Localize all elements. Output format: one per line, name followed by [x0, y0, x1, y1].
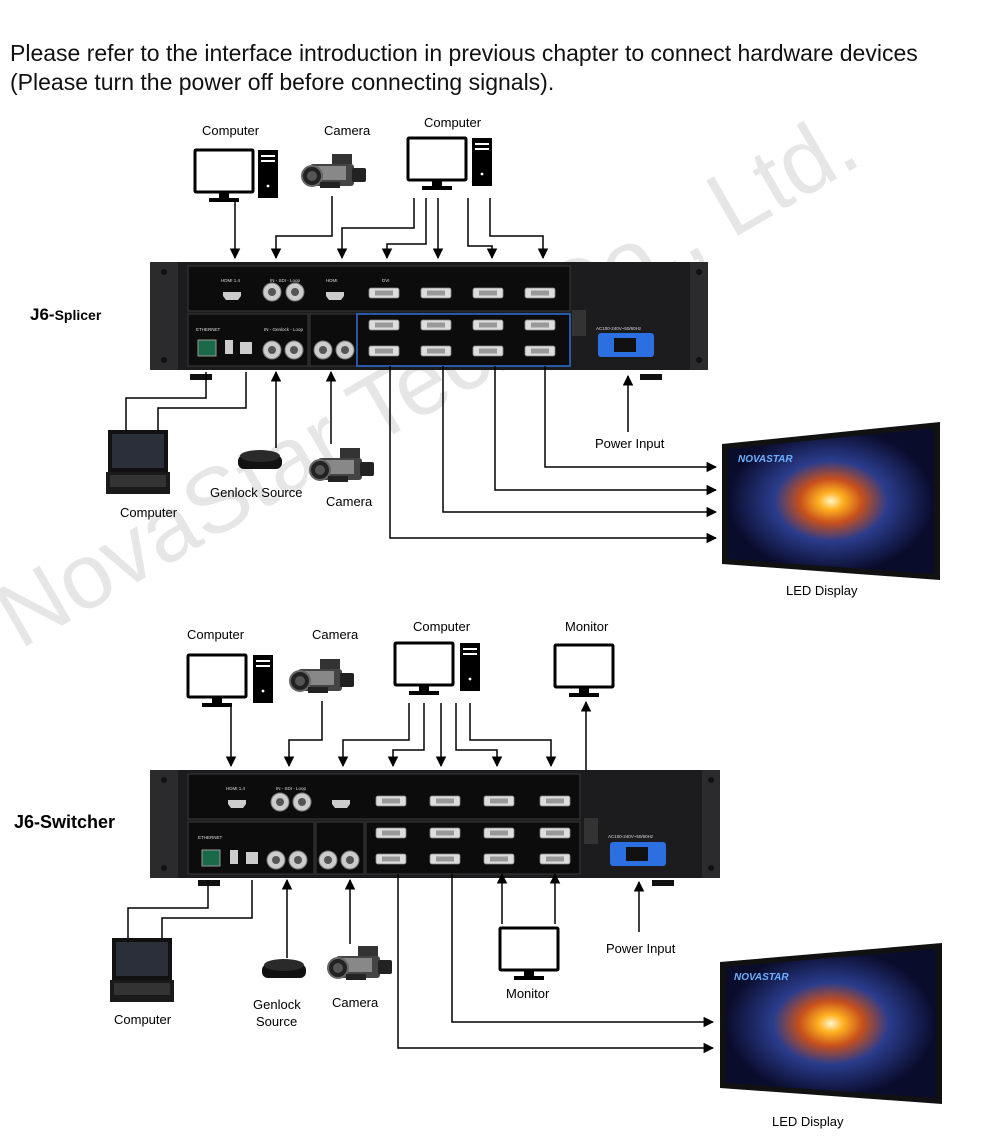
- splicer-sdi-text: IN - SDI - Loop: [270, 278, 301, 283]
- splicer-led-label: LED Display: [786, 583, 858, 598]
- splicer-genlock-label: Genlock Source: [210, 485, 303, 500]
- splicer-diagram: Computer Camera Computer HDMI 1.4 IN - S…: [30, 115, 940, 598]
- switcher-top-computer2-label: Computer: [413, 619, 471, 634]
- switcher-genlock-label1: Genlock: [253, 997, 301, 1012]
- switcher-tower-icon: [253, 655, 273, 703]
- splicer-genlock-text: IN - Genlock - Loop: [264, 327, 304, 332]
- splicer-led-brand: NOVASTAR: [738, 454, 793, 465]
- switcher-camera2-icon: [327, 945, 393, 981]
- splicer-title: J6-Splicer: [30, 305, 102, 324]
- switcher-led-display: NOVASTAR: [720, 943, 942, 1104]
- splicer-power-label: Power Input: [595, 436, 665, 451]
- switcher-ac-text: AC100-240V~50/60Hz: [608, 834, 654, 839]
- switcher-laptop-icon: [110, 938, 174, 1002]
- switcher-monitor2-icon: [393, 641, 455, 697]
- switcher-hdmi14-text: HDMI 1.4: [226, 786, 246, 791]
- switcher-monitor4-icon: [498, 926, 560, 982]
- splicer-laptop-icon: [106, 430, 170, 494]
- switcher-power-label: Power Input: [606, 941, 676, 956]
- splicer-tower-icon: [258, 150, 278, 198]
- switcher-title: J6-Switcher: [14, 812, 115, 832]
- splicer-hdmi-text: HDMI: [326, 278, 338, 283]
- splicer-top-computer2-label: Computer: [424, 115, 482, 130]
- splicer-hdmi14-text: HDMI 1.4: [221, 278, 241, 283]
- switcher-monitor-icon: [186, 653, 248, 709]
- splicer-top-computer-label: Computer: [202, 123, 260, 138]
- splicer-bottom-computer-label: Computer: [120, 505, 178, 520]
- switcher-led-brand: NOVASTAR: [734, 972, 789, 983]
- splicer-top-camera-label: Camera: [324, 123, 371, 138]
- splicer-camera-label: Camera: [326, 494, 373, 509]
- splicer-ethernet-text: ETHERNET: [196, 327, 221, 332]
- switcher-bottom-computer-label: Computer: [114, 1012, 172, 1027]
- switcher-monitor3-icon: [553, 643, 615, 699]
- splicer-tower2-icon: [472, 138, 492, 186]
- switcher-tower2-icon: [460, 643, 480, 691]
- switcher-sdi-text: IN - SDI - Loop: [276, 786, 307, 791]
- splicer-dvi1-text: DVI: [382, 278, 390, 283]
- intro-text: Please refer to the interface introducti…: [10, 40, 918, 95]
- switcher-led-label: LED Display: [772, 1114, 844, 1129]
- splicer-monitor2-icon: [406, 136, 468, 192]
- switcher-genlock-icon: [262, 959, 306, 978]
- switcher-monitor-label: Monitor: [506, 986, 550, 1001]
- switcher-top-monitor-label: Monitor: [565, 619, 609, 634]
- splicer-monitor-icon: [193, 148, 255, 204]
- switcher-ethernet-text: ETHERNET: [198, 835, 223, 840]
- switcher-genlock-label2: Source: [256, 1014, 297, 1029]
- splicer-ac-text: AC100-240V~50/60Hz: [596, 326, 642, 331]
- switcher-diagram: Computer Camera Computer Monitor HDMI 1.…: [14, 619, 942, 1129]
- splicer-genlock-icon: [238, 450, 282, 469]
- switcher-camera-icon: [289, 658, 355, 694]
- switcher-top-camera-label: Camera: [312, 627, 359, 642]
- splicer-camera-icon: [301, 153, 367, 189]
- switcher-top-computer-label: Computer: [187, 627, 245, 642]
- splicer-led-display: NOVASTAR: [722, 422, 940, 580]
- switcher-camera-label: Camera: [332, 995, 379, 1010]
